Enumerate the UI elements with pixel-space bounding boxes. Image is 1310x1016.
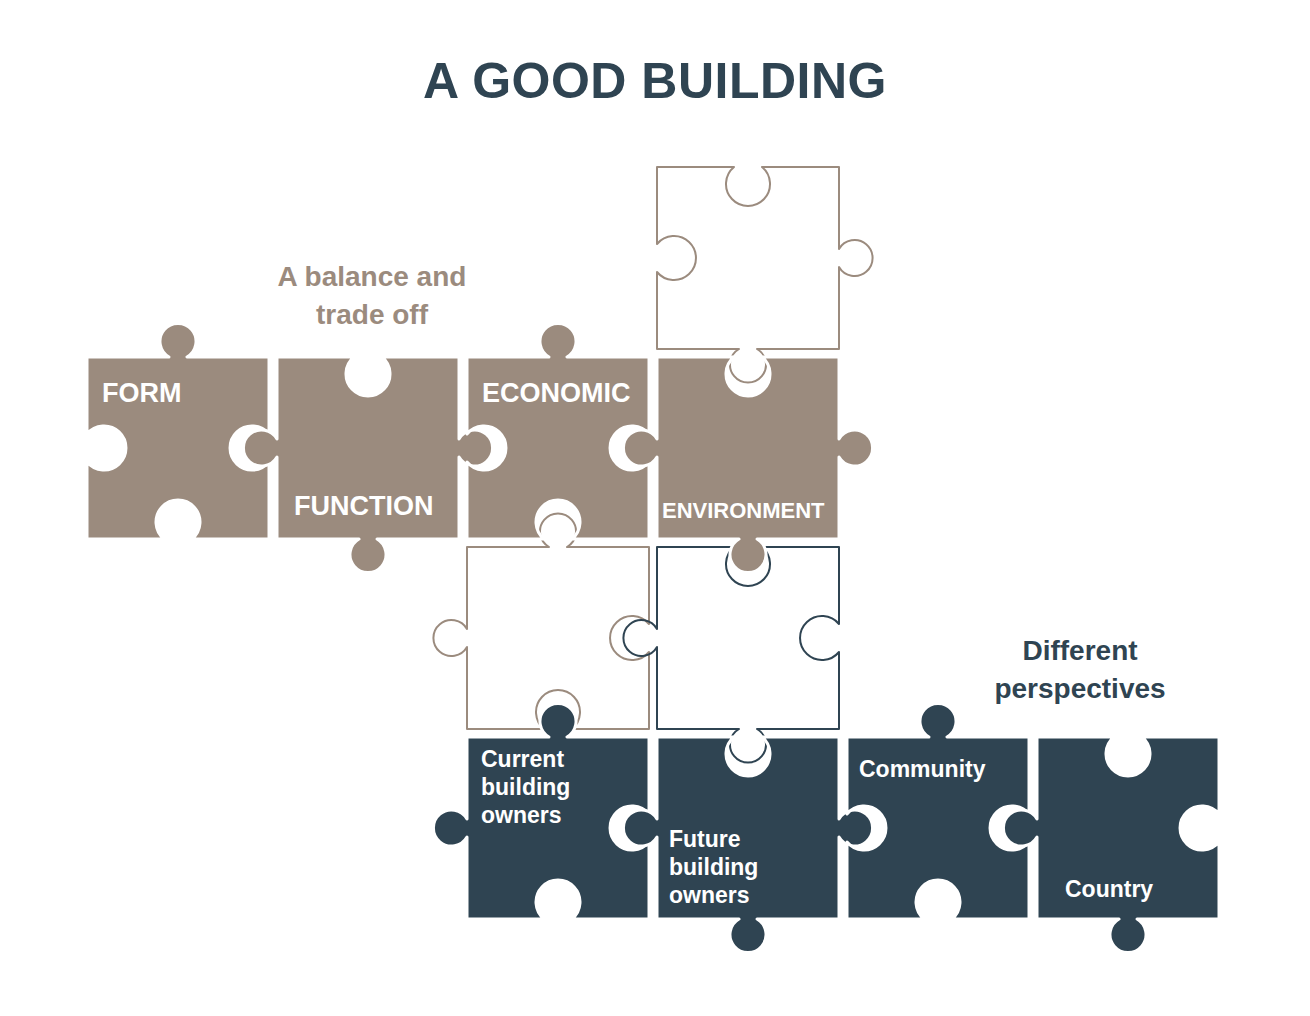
puzzle-piece: Future building owners [657, 737, 839, 919]
puzzle-outline [623, 357, 872, 573]
puzzle-outline [1003, 737, 1219, 953]
piece-label: Country [1065, 875, 1215, 903]
puzzle-shape [607, 307, 889, 589]
puzzle-outline [433, 703, 649, 919]
group-label: A balance and trade off [277, 258, 467, 334]
diagram-title: A GOOD BUILDING [0, 52, 1310, 110]
puzzle-piece: FUNCTION [277, 357, 459, 539]
puzzle-piece: ENVIRONMENT [657, 357, 839, 539]
puzzle-piece: Community [847, 737, 1029, 919]
puzzle-shape [987, 687, 1269, 969]
puzzle-outline [623, 737, 872, 953]
group-label: Different perspectives [970, 632, 1190, 708]
piece-label: FUNCTION [294, 490, 454, 523]
puzzle-shape [607, 687, 889, 969]
puzzle-piece: FORM [87, 357, 269, 539]
puzzle-outline [467, 323, 649, 539]
piece-label: Future building owners [669, 825, 809, 909]
empty-puzzle-piece [623, 547, 839, 763]
empty-puzzle-piece [657, 167, 873, 383]
piece-label: ENVIRONMENT [662, 498, 836, 525]
puzzle-piece: Country [1037, 737, 1219, 919]
puzzle-shape [227, 307, 509, 589]
empty-puzzle-piece [433, 513, 649, 729]
piece-label: Community [859, 755, 1024, 783]
puzzle-piece: ECONOMIC [467, 357, 649, 539]
puzzle-outline [847, 703, 1029, 919]
puzzle-piece: Current building owners [467, 737, 649, 919]
puzzle-outline [243, 357, 492, 573]
piece-label: Current building owners [481, 745, 617, 829]
piece-label: ECONOMIC [482, 377, 644, 410]
piece-label: FORM [102, 377, 262, 410]
puzzle-outline [87, 323, 269, 539]
